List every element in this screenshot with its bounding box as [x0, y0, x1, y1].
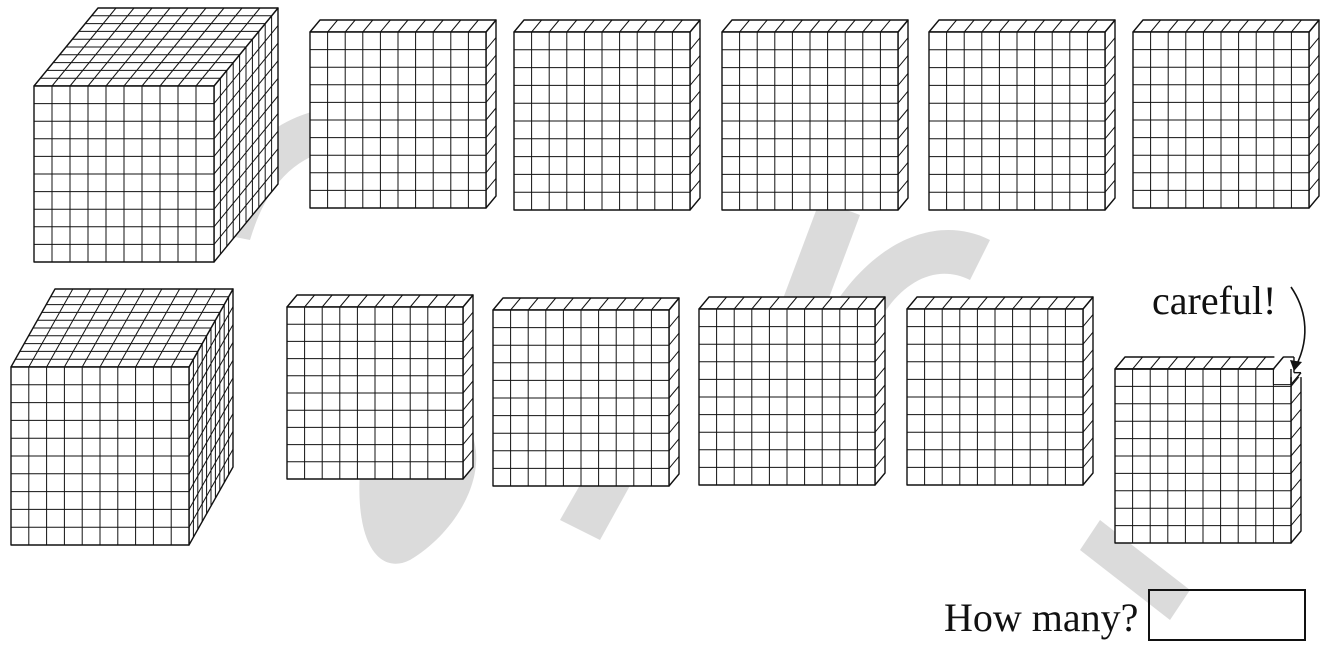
hundred-flat-block-row2-2: [287, 295, 473, 479]
hundred-flat-block-row2-6: [1115, 355, 1306, 543]
hundred-flat-block-row1-5: [929, 20, 1115, 210]
hundred-flat-block-row1-4: [722, 20, 908, 210]
hundred-flat-block-row2-3: [493, 298, 679, 486]
hundred-flat-block-row1-3: [514, 20, 700, 210]
hundred-flat-block-row1-2: [310, 20, 496, 208]
answer-input-box[interactable]: [1148, 589, 1306, 641]
careful-arrow: [1291, 287, 1305, 366]
hundred-flat-block-row1-6: [1133, 20, 1319, 208]
careful-hint: careful!: [1152, 281, 1276, 321]
hundred-flat-block-row2-5: [907, 297, 1093, 485]
thousand-cube-block-row1-1: [34, 8, 278, 262]
question-prompt: How many?: [944, 598, 1138, 638]
blocks-layer: [11, 8, 1319, 545]
thousand-cube-block-row2-1: [11, 289, 233, 545]
hundred-flat-block-row2-4: [699, 297, 885, 485]
